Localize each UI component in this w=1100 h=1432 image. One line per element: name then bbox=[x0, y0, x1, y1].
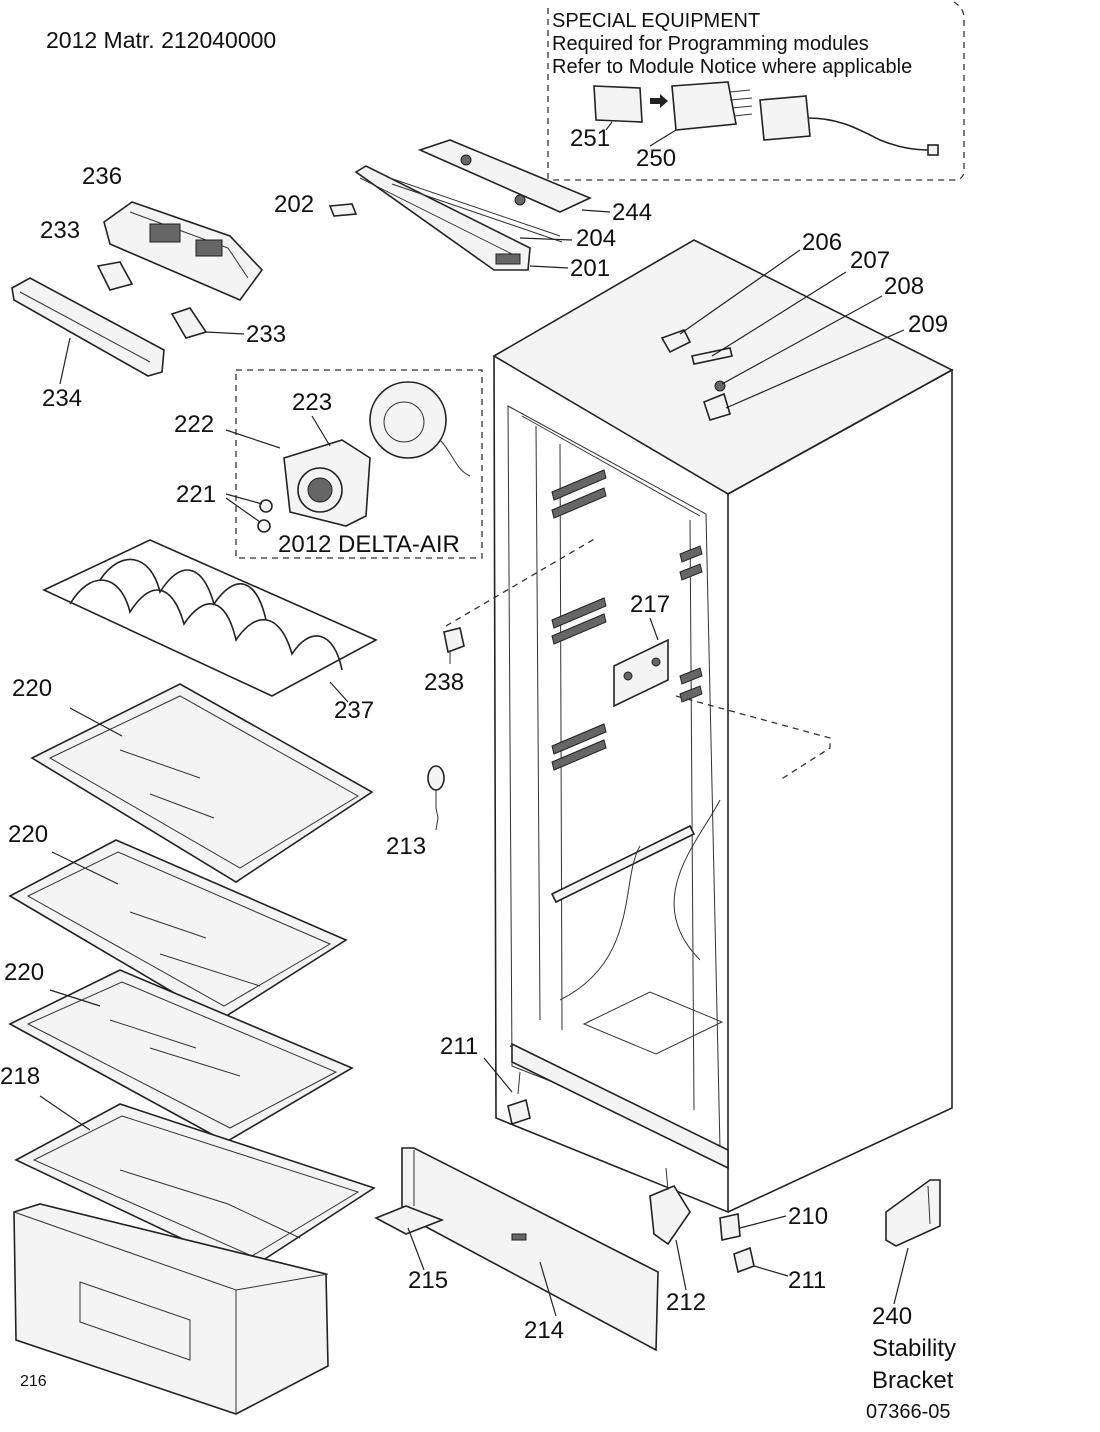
wine-rack bbox=[42, 539, 378, 703]
part-number-216: 216 bbox=[20, 1373, 47, 1390]
arrow-right-icon bbox=[650, 94, 668, 108]
part-number-236: 236 bbox=[82, 163, 122, 190]
part-number-217: 217 bbox=[630, 591, 670, 618]
bulb-233-lower bbox=[170, 307, 208, 339]
top-trim-rail bbox=[354, 165, 531, 271]
refrigerator-cabinet bbox=[445, 239, 954, 1214]
part-number-202: 202 bbox=[274, 191, 314, 218]
part-number-250: 250 bbox=[636, 145, 676, 172]
programming-module bbox=[671, 81, 737, 131]
delta-air-box: 2012 DELTA-AIR bbox=[225, 369, 483, 559]
top-hinge-parts bbox=[660, 249, 905, 421]
leveling-leg-front-left bbox=[483, 1057, 531, 1126]
part-number-220: 220 bbox=[4, 959, 44, 986]
part-number-213: 213 bbox=[386, 833, 426, 860]
programming-adapter bbox=[759, 95, 811, 141]
part-number-201: 201 bbox=[570, 255, 610, 282]
shelf-220-top bbox=[30, 683, 374, 883]
part-number-238: 238 bbox=[424, 669, 464, 696]
clip-202 bbox=[328, 203, 358, 217]
part-number-212: 212 bbox=[666, 1289, 706, 1316]
crisper-drawer bbox=[13, 1169, 329, 1415]
shelf-220-bottom bbox=[8, 969, 354, 1143]
programming-card bbox=[593, 85, 643, 123]
document-code: 07366-05 bbox=[866, 1401, 951, 1423]
part-number-211: 211 bbox=[788, 1267, 826, 1294]
part-number-237: 237 bbox=[334, 697, 374, 724]
light-housing bbox=[103, 201, 264, 301]
stability-bracket-line2: Bracket bbox=[872, 1367, 954, 1394]
kick-plate bbox=[374, 1147, 659, 1352]
part-number-223: 223 bbox=[292, 389, 332, 416]
part-number-251: 251 bbox=[570, 125, 610, 152]
part-number-222: 222 bbox=[174, 411, 214, 438]
part-number-233: 233 bbox=[40, 217, 80, 244]
bulb-233-upper bbox=[96, 261, 134, 291]
part-number-207: 207 bbox=[850, 247, 890, 274]
part-number-209: 209 bbox=[908, 311, 948, 338]
stability-bracket: Stability Bracket bbox=[872, 1179, 956, 1394]
stability-bracket-line1: Stability bbox=[872, 1335, 956, 1362]
special-equipment-line2: Refer to Module Notice where applicable bbox=[552, 56, 912, 78]
special-equipment-box: SPECIAL EQUIPMENT Required for Programmi… bbox=[547, 1, 965, 181]
part-number-234: 234 bbox=[42, 385, 82, 412]
light-housing-assembly bbox=[11, 201, 264, 385]
bracket-210 bbox=[719, 1213, 787, 1241]
delta-air-label: 2012 DELTA-AIR bbox=[278, 531, 460, 558]
part-number-210: 210 bbox=[788, 1203, 828, 1230]
fan-motor bbox=[369, 381, 447, 459]
part-number-221: 221 bbox=[176, 481, 216, 508]
part-number-220: 220 bbox=[12, 675, 52, 702]
part-number-220: 220 bbox=[8, 821, 48, 848]
hinge-212 bbox=[649, 1167, 691, 1291]
light-cover bbox=[11, 277, 165, 377]
crisper-cover-218 bbox=[14, 1095, 376, 1271]
diagram-title: 2012 Matr. 212040000 bbox=[46, 27, 276, 53]
part-number-206: 206 bbox=[802, 229, 842, 256]
leveling-leg-front-right bbox=[733, 1246, 789, 1277]
part-number-204: 204 bbox=[576, 225, 616, 252]
top-trim-parts bbox=[328, 139, 611, 271]
part-number-218: 218 bbox=[0, 1063, 40, 1090]
part-number-215: 215 bbox=[408, 1267, 448, 1294]
adapter-plug bbox=[927, 144, 939, 156]
special-equipment-heading: SPECIAL EQUIPMENT bbox=[552, 10, 760, 32]
bulb-213 bbox=[427, 765, 445, 831]
part-number-244: 244 bbox=[612, 199, 652, 226]
special-equipment-line1: Required for Programming modules bbox=[552, 33, 869, 55]
part-number-240: 240 bbox=[872, 1303, 912, 1330]
part-number-208: 208 bbox=[884, 273, 924, 300]
shelf-220-middle bbox=[8, 839, 348, 1021]
sensor-238 bbox=[443, 627, 465, 664]
part-number-211: 211 bbox=[440, 1033, 478, 1060]
part-number-214: 214 bbox=[524, 1317, 564, 1344]
control-bracket bbox=[417, 139, 592, 213]
part-number-233: 233 bbox=[246, 321, 286, 348]
